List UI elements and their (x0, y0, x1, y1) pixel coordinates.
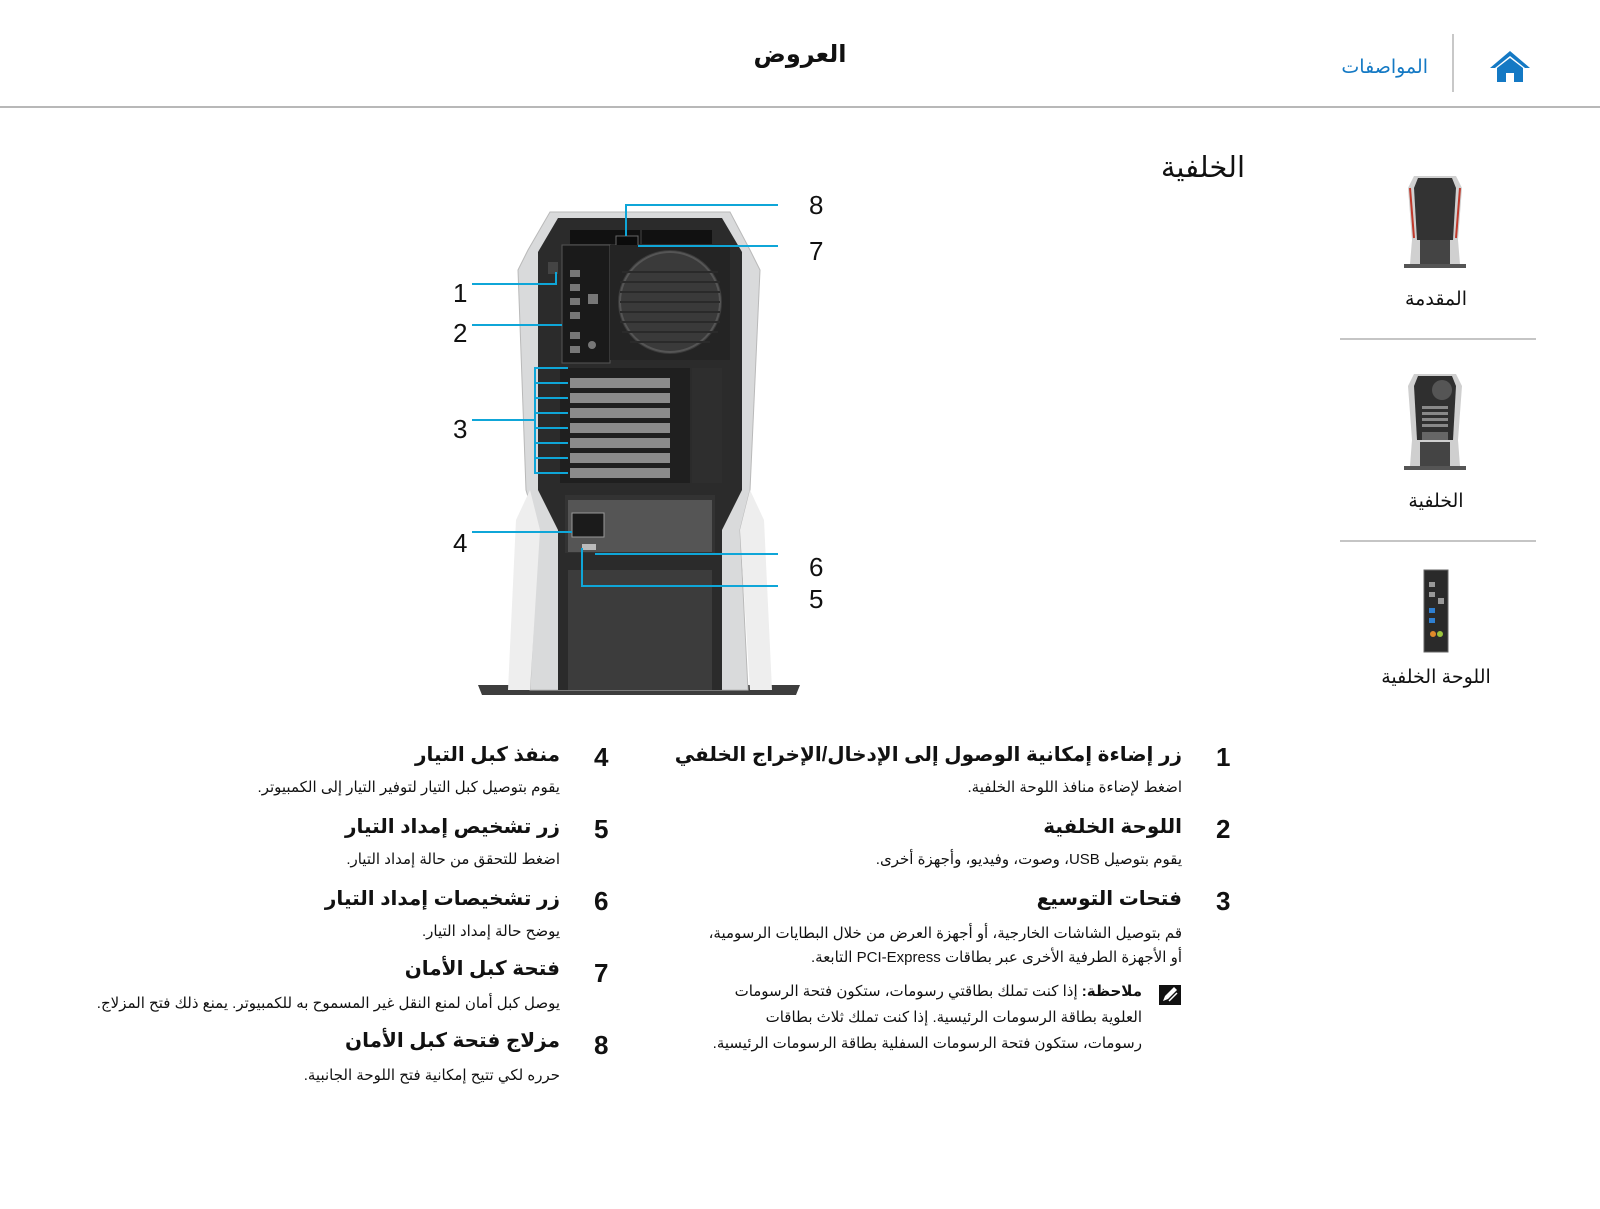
item-3-title: فتحات التوسيع (1036, 888, 1182, 910)
thumb-back-panel[interactable] (1420, 568, 1452, 654)
item-7-description: يوصل كبل أمان لمنع النقل غير المسموح به … (96, 995, 560, 1012)
item-2-number: 2 (1216, 814, 1231, 844)
item-3-number: 3 (1216, 886, 1231, 916)
note-line-2: العلوية بطاقة الرسومات الرئيسية. إذا كنت… (765, 1009, 1142, 1026)
item-5-description: اضغط للتحقق من حالة إمداد التيار. (346, 851, 560, 868)
item-8-title: مزلاج فتحة كبل الأمان (345, 1030, 560, 1052)
item-7-title: فتحة كبل الأمان (404, 958, 560, 980)
item-2-title: اللوحة الخلفية (1043, 816, 1182, 838)
home-button[interactable] (1488, 48, 1532, 86)
thumb-front[interactable] (1400, 168, 1470, 276)
note-pencil-icon (1159, 985, 1181, 1005)
home-icon (1490, 51, 1530, 82)
specifications-link[interactable]: المواصفات (1341, 57, 1428, 78)
callout-4: 4 (453, 528, 468, 558)
item-6-description: يوضح حالة إمداد التيار. (422, 923, 560, 940)
top-bar (0, 0, 1600, 108)
item-8-number: 8 (594, 1030, 609, 1060)
thumb-back-panel-label[interactable]: اللوحة الخلفية (1381, 667, 1491, 688)
item-6-title: زر تشخيصات إمداد التيار (324, 888, 560, 910)
thumb-front-label[interactable]: المقدمة (1404, 289, 1467, 310)
item-4-number: 4 (594, 742, 609, 772)
callout-6: 6 (809, 552, 824, 582)
item-5-title: زر تشخيص إمداد التيار (344, 816, 560, 838)
item-1-description: اضغط لإضاءة منافذ اللوحة الخلفية. (967, 779, 1182, 796)
note-text-1: إذا كنت تملك بطاقتي رسومات، ستكون فتحة ا… (734, 983, 1078, 1000)
header-divider (1452, 34, 1454, 92)
note-line-1: ملاحظة: إذا كنت تملك بطاقتي رسومات، ستكو… (735, 980, 1142, 1004)
computer-back-image (472, 204, 800, 695)
note-label: ملاحظة: (1081, 983, 1142, 1000)
note-line-3: رسومات، ستكون فتحة الرسومات السفلية بطاق… (712, 1035, 1142, 1052)
thumb-back-label[interactable]: الخلفية (1408, 491, 1464, 512)
item-2-description: يقوم بتوصيل USB، وصوت، وفيديو، وأجهزة أخ… (875, 851, 1182, 868)
back-panel-thumbnail (1423, 569, 1449, 653)
item-1-number: 1 (1216, 742, 1231, 772)
item-4-description: يقوم بتوصيل كبل التيار لتوفير التيار إلى… (257, 779, 560, 796)
item-3-description-line2: أو الأجهزة الطرفية الأخرى عبر بطاقات PCI… (810, 949, 1182, 966)
item-6-number: 6 (594, 886, 609, 916)
callout-3: 3 (453, 414, 468, 444)
item-3-description-line1: قم بتوصيل الشاشات الخارجية، أو أجهزة الع… (708, 925, 1182, 942)
computer-back-thumbnail (1404, 374, 1466, 470)
item-5-number: 5 (594, 814, 609, 844)
page-title: العروض (753, 41, 847, 68)
thumb-divider (1340, 540, 1536, 542)
item-8-description: حرره لكي تتيح إمكانية فتح اللوحة الجانبي… (303, 1067, 560, 1084)
section-title: الخلفية (1160, 152, 1245, 184)
item-7-number: 7 (594, 958, 609, 988)
item-1-title: زر إضاءة إمكانية الوصول إلى الإدخال/الإخ… (674, 744, 1182, 766)
thumb-back[interactable] (1400, 370, 1470, 478)
thumb-divider (1340, 338, 1536, 340)
callout-1: 1 (453, 278, 468, 308)
item-4-title: منفذ كبل التيار (415, 744, 560, 766)
callout-2: 2 (453, 318, 468, 348)
callout-5: 5 (809, 584, 824, 614)
callout-7: 7 (809, 236, 824, 266)
callout-8: 8 (809, 190, 824, 220)
computer-front-thumbnail (1404, 176, 1466, 268)
